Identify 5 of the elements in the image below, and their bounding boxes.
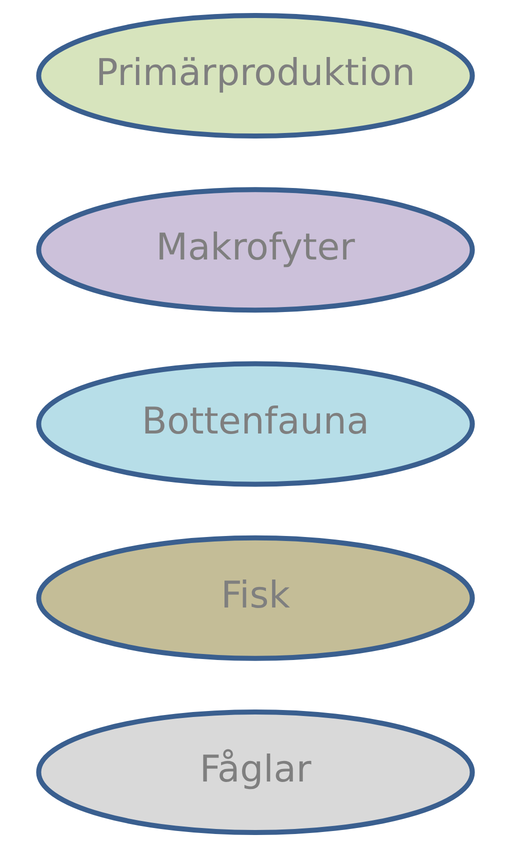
node-ellipse: Bottenfauna xyxy=(36,361,474,487)
node-ellipse: Makrofyter xyxy=(36,187,474,313)
node-ellipse: Fåglar xyxy=(36,709,474,835)
node-ellipse: Primärproduktion xyxy=(36,13,474,139)
node-ellipse: Fisk xyxy=(36,535,474,661)
